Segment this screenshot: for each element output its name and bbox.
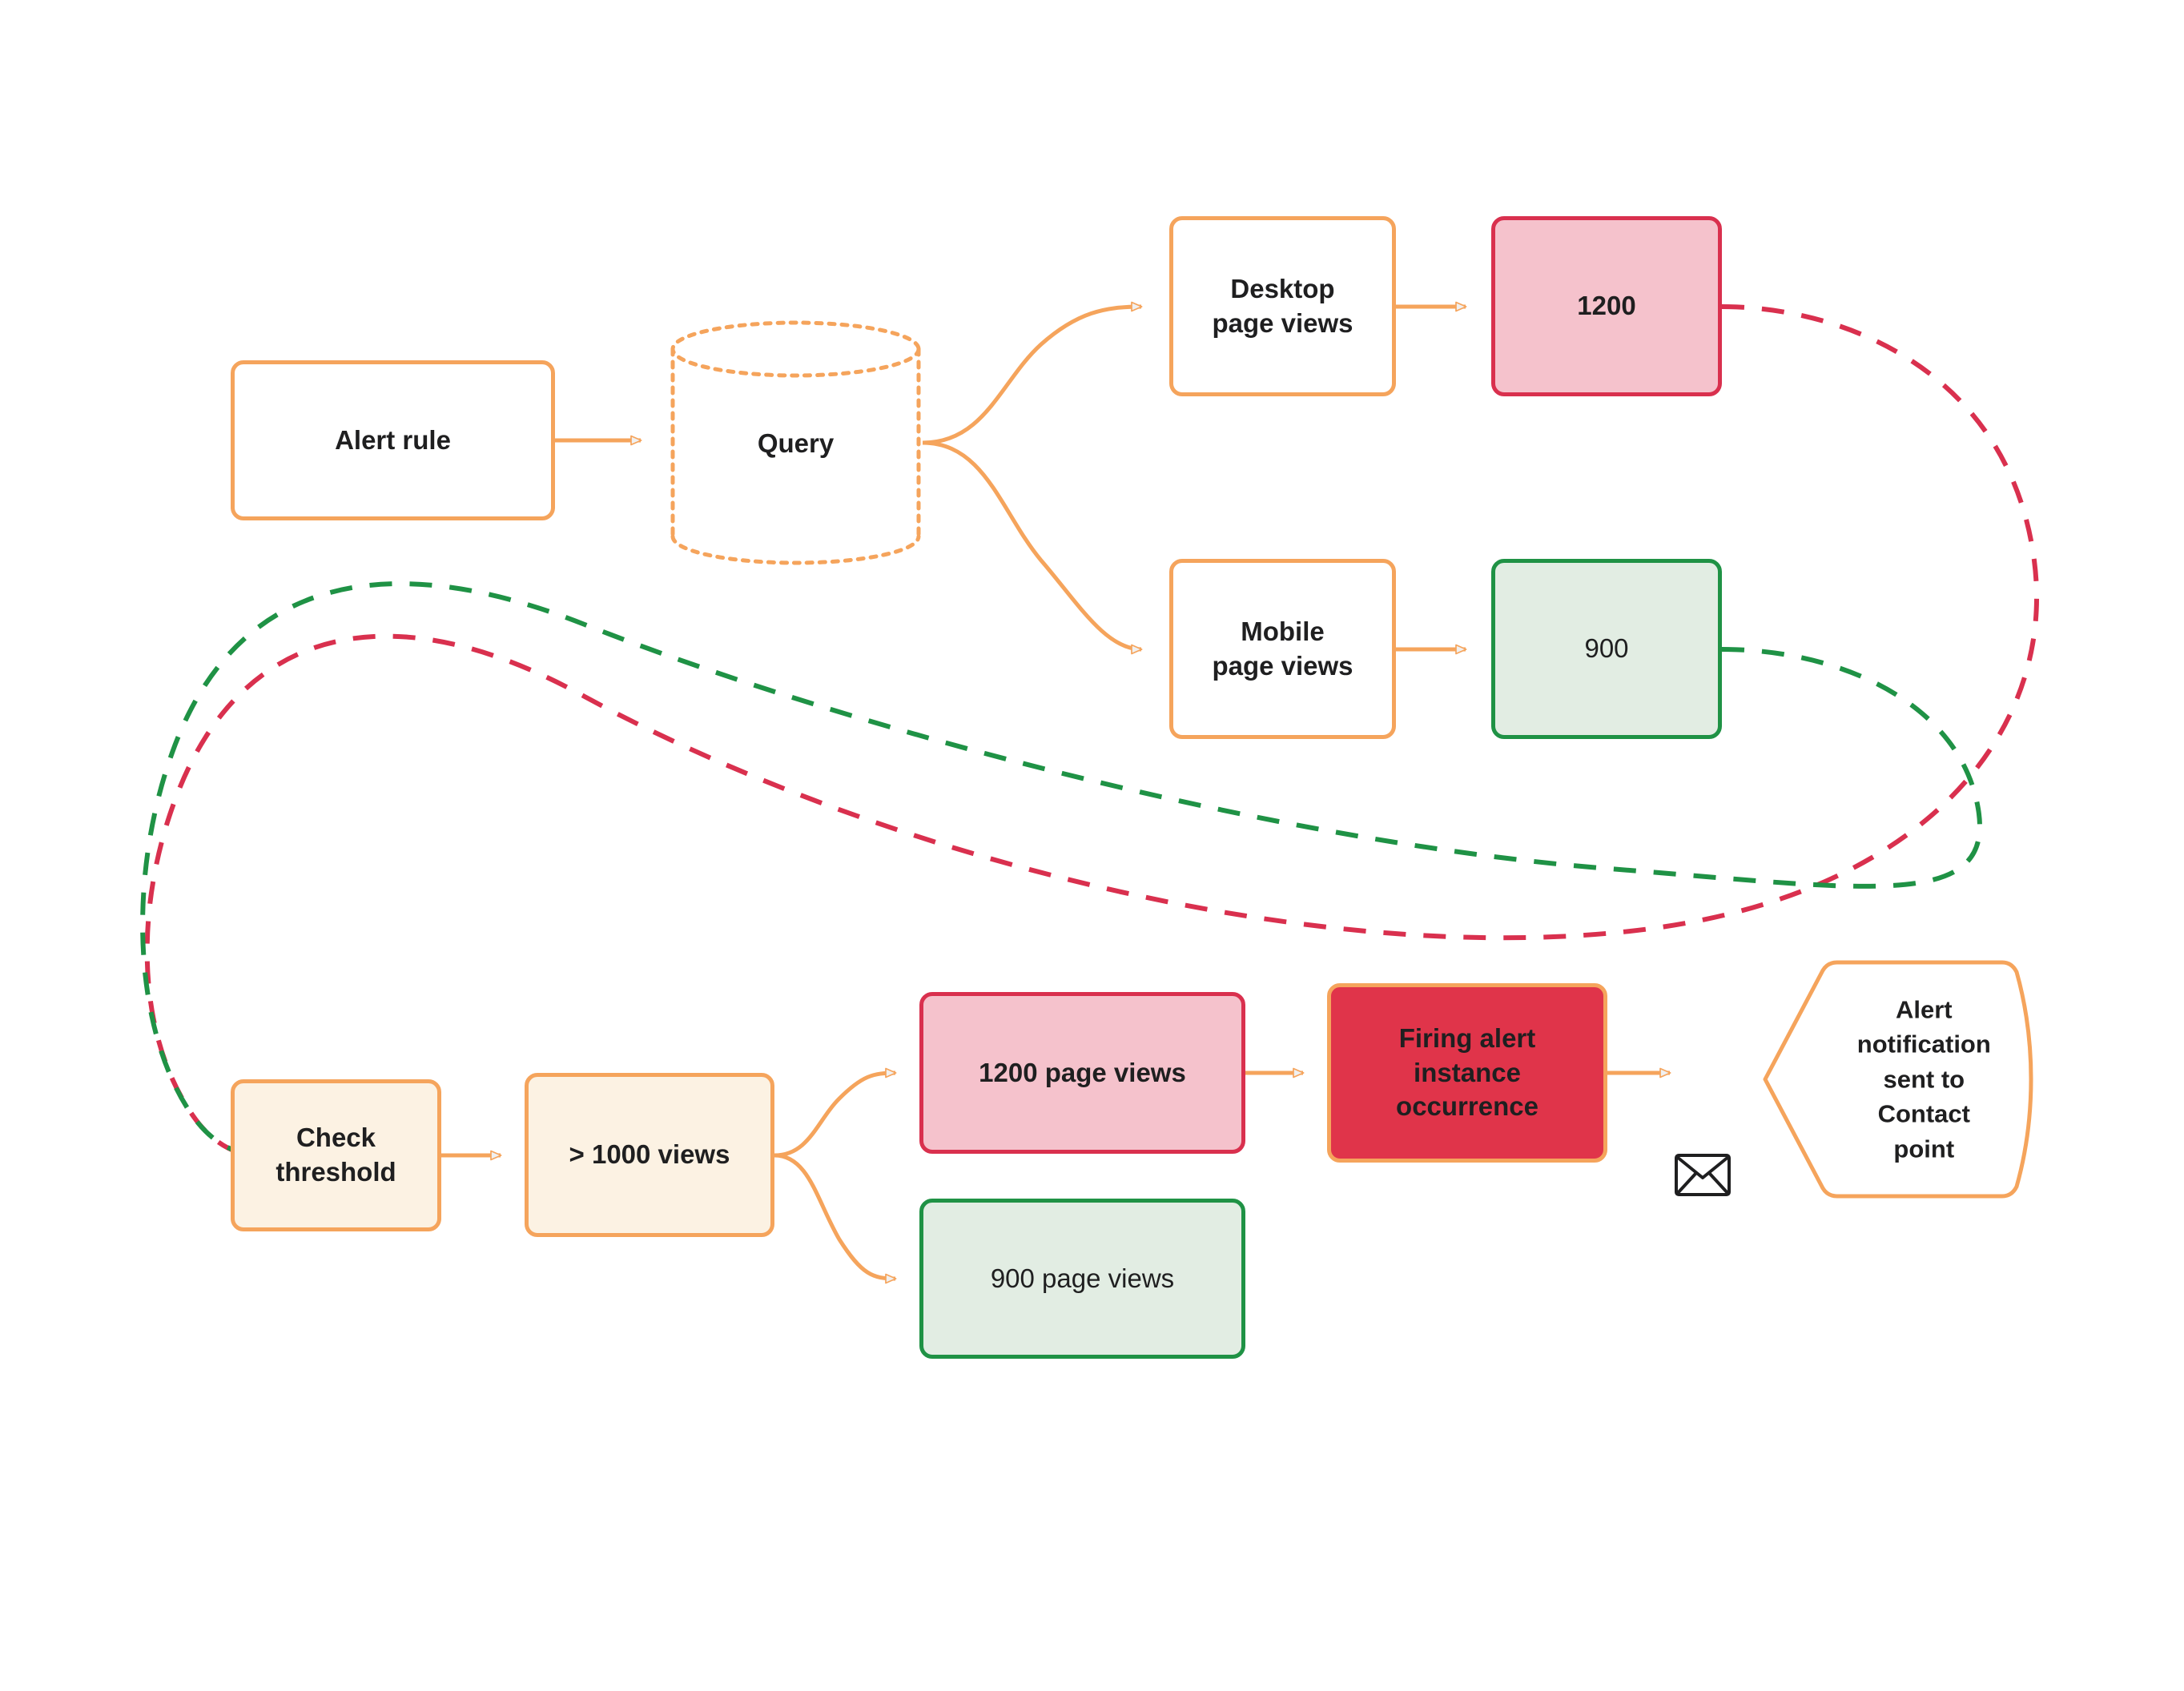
- node-result-firing-value[interactable]: 1200 page views: [919, 992, 1245, 1154]
- node-alert-notification-label: Alert notification sent to Contact point: [1856, 995, 1991, 1163]
- node-alert-notification[interactable]: Alert notification sent to Contact point: [1762, 959, 2034, 1199]
- node-check-threshold[interactable]: Check threshold: [231, 1079, 441, 1231]
- pentagon-shape: [1763, 960, 2033, 1199]
- edge-condition-to-firing-result: [774, 1067, 897, 1158]
- node-result-normal-value[interactable]: 900 page views: [919, 1199, 1245, 1359]
- node-firing-alert[interactable]: Firing alert instance occurrence: [1327, 983, 1607, 1163]
- node-alert-rule-label: Alert rule: [335, 424, 451, 455]
- node-desktop-value[interactable]: 1200: [1491, 216, 1722, 396]
- node-mobile-page-views[interactable]: Mobile page views: [1169, 559, 1396, 739]
- edge-query-to-mobile: [922, 440, 1143, 655]
- edge-condition-to-normal-result: [774, 1153, 897, 1284]
- node-query[interactable]: Query: [669, 319, 923, 567]
- node-check-threshold-label: Check threshold: [276, 1123, 396, 1187]
- cylinder-shape: [670, 320, 921, 565]
- node-threshold-condition-label: > 1000 views: [569, 1139, 730, 1170]
- node-result-normal-value-label: 900 page views: [990, 1263, 1175, 1293]
- node-mobile-page-views-label: Mobile page views: [1212, 616, 1353, 681]
- node-mobile-value[interactable]: 900: [1491, 559, 1722, 739]
- edge-normal-value-to-check-threshold: [140, 581, 1982, 1158]
- edge-query-to-desktop: [922, 301, 1143, 445]
- node-firing-alert-label: Firing alert instance occurrence: [1396, 1022, 1538, 1122]
- envelope-icon: [1674, 1153, 1732, 1197]
- edge-firing-value-to-check-threshold: [144, 304, 2040, 1158]
- node-threshold-condition[interactable]: > 1000 views: [525, 1073, 774, 1237]
- node-desktop-value-label: 1200: [1577, 291, 1636, 321]
- node-mobile-value-label: 900: [1584, 633, 1629, 664]
- node-query-label: Query: [757, 428, 835, 458]
- node-desktop-page-views[interactable]: Desktop page views: [1169, 216, 1396, 396]
- node-alert-rule[interactable]: Alert rule: [231, 360, 555, 520]
- node-result-firing-value-label: 1200 page views: [979, 1057, 1186, 1087]
- node-desktop-page-views-label: Desktop page views: [1212, 273, 1353, 338]
